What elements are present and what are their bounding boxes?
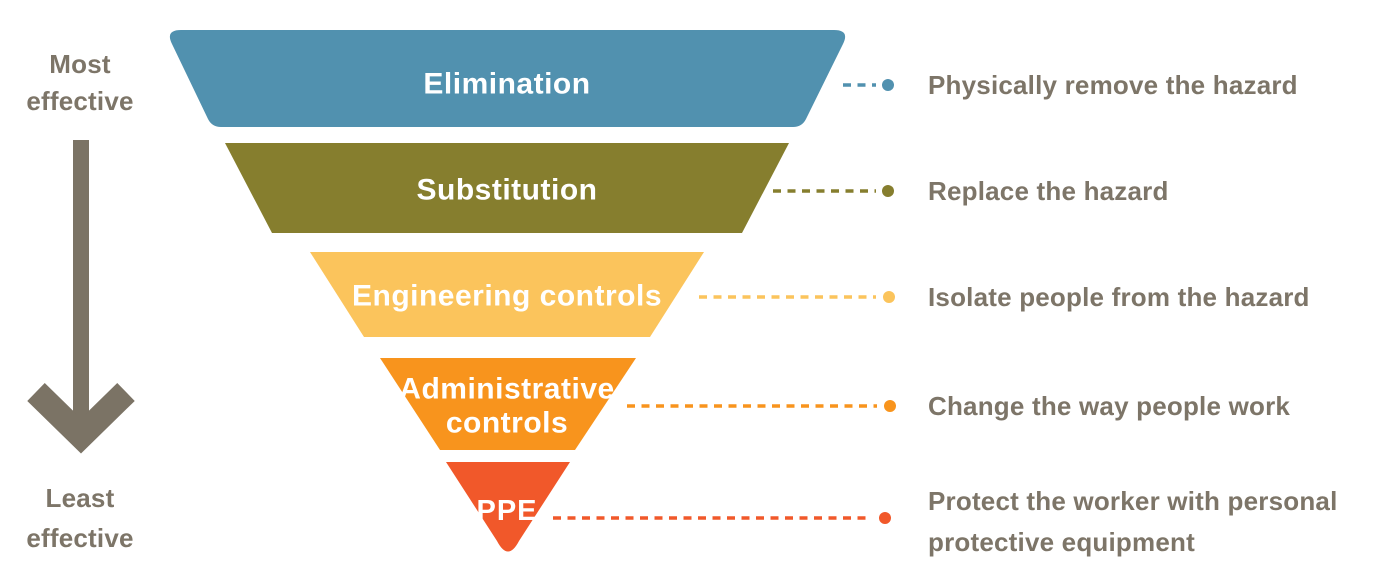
connector-dot-substitution <box>882 185 894 197</box>
least-effective-label-line2: effective <box>26 523 133 553</box>
arrow-head-icon <box>27 383 135 454</box>
band-elimination <box>169 30 846 127</box>
pyramid: Elimination Substitution Engineering con… <box>169 30 846 552</box>
connector-dot-administrative <box>884 400 896 412</box>
band-administrative-controls <box>380 358 636 450</box>
band-substitution <box>225 143 789 233</box>
band-ppe <box>446 462 570 552</box>
description-ppe-line2: protective equipment <box>928 527 1195 557</box>
effectiveness-arrow <box>27 140 135 454</box>
connectors <box>553 79 896 524</box>
descriptions: Physically remove the hazard Replace the… <box>928 70 1338 557</box>
connector-dot-ppe <box>879 512 891 524</box>
band-label-elimination: Elimination <box>423 68 590 101</box>
connector-dot-engineering <box>883 291 895 303</box>
description-substitution: Replace the hazard <box>928 176 1169 206</box>
band-engineering-controls <box>310 252 704 337</box>
effectiveness-axis: Most effective Least effective <box>26 49 135 553</box>
most-effective-label-line2: effective <box>26 86 133 116</box>
least-effective-label-line1: Least <box>46 483 115 513</box>
most-effective-label-line1: Most <box>49 49 111 79</box>
connector-dot-elimination <box>882 79 894 91</box>
band-label-administrative-line2: controls <box>446 407 568 440</box>
band-label-ppe: PPE <box>476 495 537 527</box>
description-engineering: Isolate people from the hazard <box>928 282 1310 312</box>
description-elimination: Physically remove the hazard <box>928 70 1298 100</box>
band-label-engineering-controls: Engineering controls <box>352 280 662 313</box>
description-ppe-line1: Protect the worker with personal <box>928 486 1338 516</box>
band-label-administrative-line1: Administrative <box>399 373 614 406</box>
band-label-substitution: Substitution <box>417 174 598 207</box>
description-administrative: Change the way people work <box>928 391 1290 421</box>
